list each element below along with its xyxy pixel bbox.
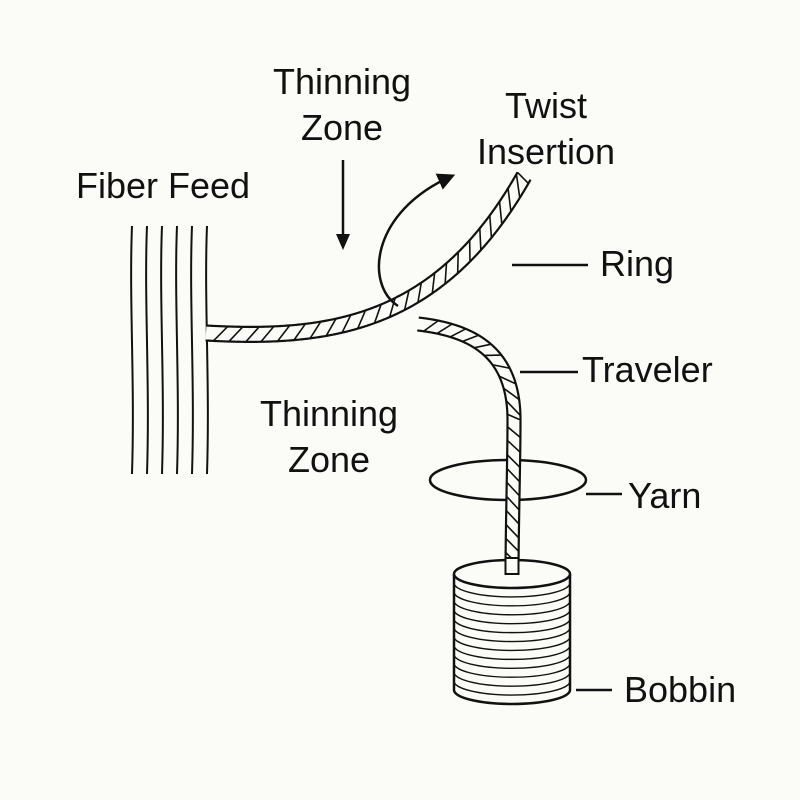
bobbin-winding bbox=[453, 636, 571, 652]
leader-lines bbox=[512, 263, 622, 692]
fiber-feed-label: Fiber Feed bbox=[76, 165, 251, 206]
twist-insertion-line2: Insertion bbox=[476, 131, 616, 172]
yarn-through-ring bbox=[504, 419, 522, 577]
fiber-strand bbox=[130, 225, 134, 475]
thinning-zone-top-line2: Zone bbox=[300, 107, 384, 148]
bobbin-winding bbox=[453, 680, 571, 696]
bobbin-winding bbox=[453, 600, 571, 616]
thinning-zone-top-line1: Thinning bbox=[272, 61, 412, 102]
fiber-strand bbox=[145, 225, 149, 475]
bobbin-winding bbox=[453, 591, 571, 607]
rope-segment bbox=[417, 316, 522, 421]
bobbin-winding bbox=[453, 627, 571, 643]
bobbin-winding bbox=[453, 582, 571, 598]
bobbin-winding bbox=[453, 609, 571, 625]
yarn-label: Yarn bbox=[628, 475, 702, 516]
fiber-strand bbox=[175, 225, 179, 475]
thinning-down-arrow bbox=[336, 160, 350, 250]
rope-segment bbox=[504, 419, 522, 577]
bobbin-winding bbox=[453, 672, 571, 687]
ring-label: Ring bbox=[600, 243, 675, 284]
bobbin-label: Bobbin bbox=[624, 669, 737, 710]
rope-segment bbox=[205, 171, 532, 343]
thinning-zone-bottom-line2: Zone bbox=[287, 439, 371, 480]
bobbin-winding bbox=[453, 618, 571, 634]
bobbin-winding bbox=[453, 645, 571, 661]
traveler-label: Traveler bbox=[582, 349, 713, 390]
bobbin-winding bbox=[453, 663, 571, 678]
fiber-feed-strands bbox=[130, 225, 209, 475]
fiber-strand bbox=[160, 225, 164, 475]
bobbin-body bbox=[452, 574, 572, 706]
thinning-zone-bottom-line1: Thinning bbox=[259, 393, 399, 434]
twist-insertion-arrow bbox=[377, 173, 456, 308]
twist-insertion-line1: Twist bbox=[504, 85, 587, 126]
thinning-zone-top-label: Thinning Zone bbox=[254, 64, 430, 146]
bobbin-spool bbox=[452, 557, 572, 706]
fiber-strand bbox=[190, 225, 194, 475]
yarn-end bbox=[504, 557, 520, 575]
bobbin-winding bbox=[453, 654, 571, 669]
fiber-strand bbox=[205, 225, 209, 475]
thinning-zone-bottom-label: Thinning Zone bbox=[244, 396, 414, 478]
twist-insertion-label: Twist Insertion bbox=[456, 88, 636, 170]
yarn-strand bbox=[205, 171, 532, 421]
